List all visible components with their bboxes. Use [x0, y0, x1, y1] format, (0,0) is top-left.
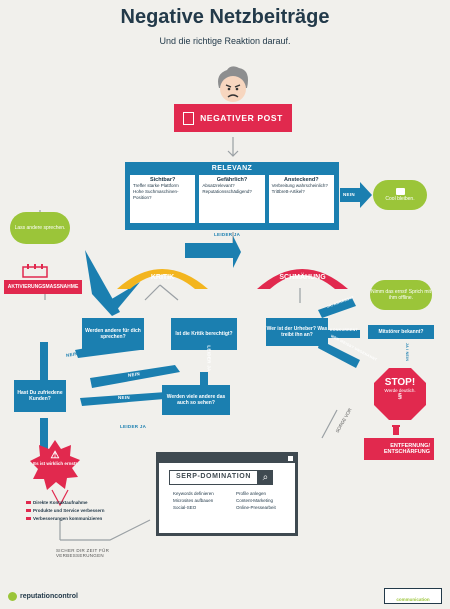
action-item: Verbesserungen kommunizieren: [26, 516, 116, 521]
footer-right-text: communication: [396, 597, 430, 602]
serp-item: Online-Pressearbeit: [236, 505, 276, 510]
kritik-label: KRITIK: [150, 273, 175, 281]
wer-ist-box: Wer ist der Urheber? Was treibt ihn an?: [266, 318, 328, 346]
footer-logo-left: reputationcontrol: [8, 592, 78, 601]
action-label: Direkte Kontaktaufnahme: [33, 500, 88, 505]
negative-post-label: NEGATIVER POST: [200, 113, 283, 123]
document-icon: [183, 111, 195, 125]
serp-window: SERP-DOMINATION ⌕ Keywords definieren Pr…: [156, 452, 298, 536]
relevanz-nein-label: NEIN: [343, 192, 355, 197]
stop-title: STOP!: [384, 377, 416, 388]
relevanz-col-item: Hohe Suchmaschinen-Position?: [133, 189, 179, 200]
stop-sign: STOP! Werde deutlich. §: [374, 368, 426, 420]
ja-bitte-label: JA BITTE: [40, 343, 46, 366]
action-label: Verbesserungen kommunizieren: [33, 516, 103, 521]
ernst-text: Es ist wirklich ernst!: [33, 461, 77, 466]
mitstoerer-box: Mitstörer bekannt?: [368, 325, 434, 339]
footer-left-text: reputationcontrol: [20, 593, 78, 600]
footer-logo-right: communication: [384, 588, 442, 604]
relevanz-col-gefaehrlich: Gefährlich? Absatzrelevant? Reputationss…: [199, 175, 265, 223]
nein-label-3: NEIN: [118, 395, 130, 400]
reputation-control-logo-icon: [8, 592, 17, 601]
relevanz-col-item: Trittbrett-Artikel?: [271, 189, 305, 194]
ist-kritik-box: Ist die Kritik berechtigt?: [171, 318, 237, 350]
nein-label-4: NEIN: [39, 421, 45, 434]
coffee-cup-icon: [395, 188, 405, 195]
negative-post-box: NEGATIVER POST: [174, 104, 292, 132]
serp-window-titlebar: [159, 455, 295, 463]
relevanz-col-item: Absatzrelevant?: [202, 183, 235, 188]
lass-andere-text: Lass andere sprechen.: [14, 225, 66, 231]
nimm-das-text: Nimm das ernst! Sprich mit ihm offline.: [370, 289, 431, 301]
ja-nein-label: JA / NEIN: [405, 342, 410, 362]
nimm-das-cloud: Nimm das ernst! Sprich mit ihm offline.: [370, 280, 432, 310]
relevanz-col-title: Sichtbar?: [149, 177, 176, 183]
serp-item: Keywords definieren: [173, 491, 214, 496]
stop-subtitle: Werde deutlich.: [384, 388, 416, 393]
serp-item: Profile anlegen: [236, 491, 267, 496]
lass-andere-cloud: Lass andere sprechen.: [10, 212, 70, 244]
action-item: Produkte und Service verbessern: [26, 508, 116, 513]
werden-andere-box: Werden andere für dich sprechen?: [82, 318, 144, 350]
ernst-starburst: ⚠ Es ist wirklich ernst!: [30, 440, 80, 490]
serp-search-field: SERP-DOMINATION: [169, 470, 258, 485]
page-subtitle: Und die richtige Reaktion darauf.: [159, 36, 291, 46]
aktivierungsmassnahme-box: AKTIVIERUNGSMASSNAHME: [4, 280, 82, 294]
relevanz-box: RELEVANZ Sichtbar? Treffer starke Plattf…: [125, 162, 339, 230]
search-icon: ⌕: [257, 470, 273, 485]
relevanz-col-ansteckend: Ansteckend? Verbreitung wahrscheinlich? …: [268, 175, 334, 223]
trash-icon: [391, 422, 401, 435]
cool-bleiben-text: Cool bleiben.: [385, 196, 415, 202]
relevanz-label: RELEVANZ: [211, 165, 253, 172]
schmaehung-banner: SCHMÄHUNG: [255, 255, 350, 291]
angry-face-icon: [213, 64, 253, 104]
hast-du-box: Hast Du zufriedene Kunden?: [14, 380, 66, 412]
action-list: Direkte Kontaktaufnahme Produkte und Ser…: [26, 500, 116, 521]
paragraph-icon: §: [398, 393, 402, 400]
konkurrent-label: KONKURRENT: [330, 328, 358, 332]
relevanz-col-title: Ansteckend?: [284, 177, 319, 183]
werden-viele-box: Werden viele andere das auch so sehen?: [162, 385, 230, 415]
action-item: Direkte Kontaktaufnahme: [26, 500, 116, 505]
relevanz-col-item: Verbreitung wahrscheinlich?: [271, 183, 328, 188]
relevanz-col-sichtbar: Sichtbar? Treffer starke Plattform Hohe …: [130, 175, 196, 223]
page-title: Negative Netzbeiträge: [120, 6, 330, 28]
warning-icon: ⚠: [50, 450, 60, 461]
leider-ja-label-1: LEIDER JA: [206, 345, 212, 372]
action-label: Produkte und Service verbessern: [33, 508, 105, 513]
relevanz-leider-ja-label: LEIDER JA: [214, 232, 241, 237]
serp-item: Microsites aufbauen: [173, 498, 214, 503]
relevanz-col-item: Reputationsschädigend?: [202, 189, 252, 194]
window-close-icon: [288, 456, 293, 461]
sicher-dir-text: SICHER DIR ZEIT FÜR VERBESSERUNGEN: [56, 548, 110, 558]
entfernung-box: ENTFERNUNG/ ENTSCHÄRFUNG: [364, 438, 434, 460]
schmaehung-label: SCHMÄHUNG: [279, 273, 326, 281]
kritik-banner: KRITIK: [115, 255, 210, 291]
serp-item: Content-Marketing: [236, 498, 274, 503]
cool-bleiben-cloud: Cool bleiben.: [373, 180, 427, 210]
serp-item: Social-SEO: [173, 505, 197, 510]
relevanz-col-title: Gefährlich?: [216, 177, 248, 183]
leider-ja-label-2: LEIDER JA: [120, 424, 147, 429]
calendar-icon: [22, 264, 48, 278]
relevanz-col-item: Treffer starke Plattform: [133, 183, 179, 188]
